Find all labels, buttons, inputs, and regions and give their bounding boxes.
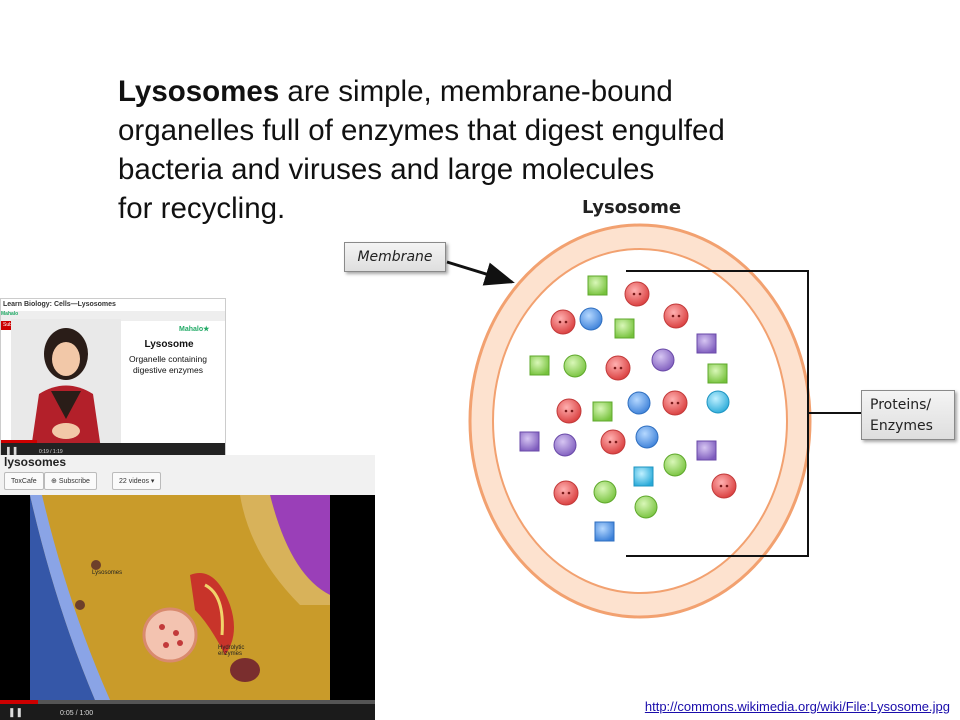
video-thumbnail-mahalo[interactable]: Learn Biology: Cells—Lysosomes Mahalo Su… bbox=[0, 298, 226, 458]
video1-progress-bar[interactable] bbox=[1, 440, 37, 443]
green-proteins bbox=[563, 354, 687, 519]
text-line-2: organelles full of enzymes that digest e… bbox=[118, 114, 725, 147]
proteins-bracket bbox=[626, 270, 862, 557]
video2-progress-bar[interactable] bbox=[0, 700, 375, 704]
video1-pause-icon[interactable]: ❚❚ bbox=[5, 446, 19, 455]
green-squares bbox=[529, 275, 728, 422]
membrane-arrow bbox=[446, 260, 515, 286]
diagram-title: Lysosome bbox=[582, 197, 682, 218]
text-line-3: bacteria and viruses and large molecules bbox=[118, 153, 655, 186]
video1-desc-line-1: Organelle containing bbox=[129, 354, 207, 364]
chevron-down-icon: ▾ bbox=[150, 478, 155, 485]
video2-videos-label: 22 videos bbox=[119, 478, 149, 485]
plus-icon: ⊕ bbox=[51, 478, 59, 485]
video2-channel-button[interactable]: ToxCafe bbox=[4, 472, 44, 490]
blue-squares bbox=[594, 521, 615, 542]
video2-lysosomes-label: Lysosomes bbox=[92, 570, 123, 576]
cell-animation-frame bbox=[0, 495, 375, 720]
video2-subscribe-label: Subscribe bbox=[58, 478, 90, 485]
red-enzymes bbox=[550, 281, 737, 506]
source-link[interactable]: http://commons.wikimedia.org/wiki/File:L… bbox=[644, 699, 950, 714]
video1-channel-bar: Mahalo bbox=[1, 311, 225, 321]
proteins-label: Proteins/ bbox=[870, 397, 932, 413]
video2-pause-icon[interactable]: ❚❚ bbox=[8, 707, 24, 717]
purple-proteins bbox=[553, 348, 675, 457]
video-player-toxcafe[interactable]: lysosomes ToxCafe ⊕ Subscribe 22 videos … bbox=[0, 455, 375, 720]
mahalo-logo: Mahalo★ bbox=[179, 326, 210, 333]
lysosomes-term: Lysosomes bbox=[118, 75, 280, 108]
video2-subscribe-button[interactable]: ⊕ Subscribe bbox=[44, 472, 97, 490]
purple-squares bbox=[519, 333, 717, 461]
video1-slide-title: Lysosome bbox=[144, 339, 194, 350]
proteins-enzymes-callout: Proteins/ Enzymes bbox=[861, 390, 955, 440]
video1-header: Learn Biology: Cells—Lysosomes bbox=[3, 301, 116, 308]
enzymes-label: Enzymes bbox=[870, 418, 933, 434]
video2-progress-fill bbox=[0, 700, 38, 704]
video2-enzymes-line-2: enzymes bbox=[218, 651, 243, 657]
membrane-callout: Membrane bbox=[344, 242, 446, 272]
video2-enzymes-label: Hydrolytic enzymes bbox=[218, 645, 244, 657]
video1-controls: ❚❚ 0:19 / 1:19 bbox=[1, 443, 225, 457]
video2-controls: ❚❚ 0:05 / 1:00 bbox=[0, 704, 375, 720]
cyan-protein bbox=[706, 390, 730, 414]
video2-screen[interactable]: Lysosomes Hydrolytic enzymes bbox=[0, 495, 375, 720]
text-line-1: are simple, membrane-bound bbox=[279, 75, 673, 108]
enzyme-eyes bbox=[558, 292, 729, 495]
video1-channel: Mahalo bbox=[1, 311, 19, 317]
text-line-4: for recycling. bbox=[118, 192, 286, 225]
video1-desc-line-2: digestive enzymes bbox=[133, 365, 203, 375]
presenter-image bbox=[11, 319, 121, 449]
blue-proteins bbox=[579, 307, 659, 449]
video2-time: 0:05 / 1:00 bbox=[60, 710, 94, 717]
video1-time: 0:19 / 1:19 bbox=[39, 449, 63, 455]
slide-body-text: Lysosomes are simple, membrane-bound org… bbox=[118, 72, 818, 228]
video2-header: lysosomes bbox=[4, 455, 67, 469]
video2-videos-button[interactable]: 22 videos ▾ bbox=[112, 472, 162, 490]
video1-slide-desc: Organelle containing digestive enzymes bbox=[113, 354, 223, 376]
video2-enzymes-line-1: Hydrolytic bbox=[218, 645, 245, 651]
cyan-square bbox=[633, 466, 654, 487]
